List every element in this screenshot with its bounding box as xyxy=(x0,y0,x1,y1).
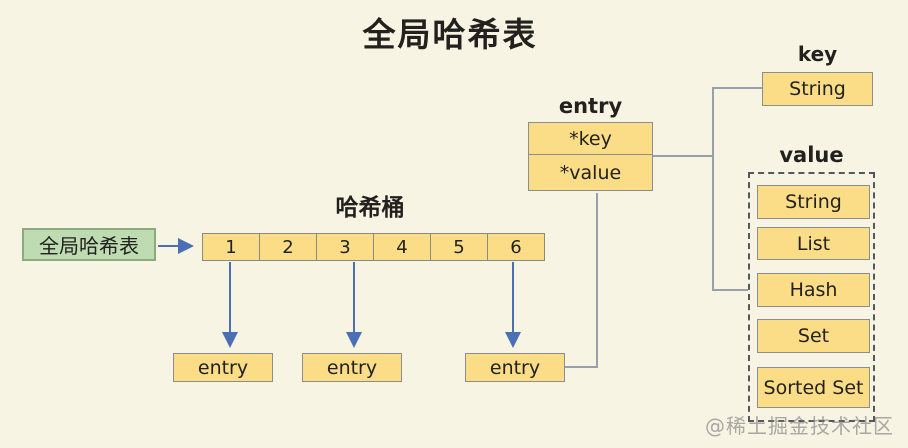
entry-box: entry xyxy=(465,353,565,382)
global-hash-table-box: 全局哈希表 xyxy=(22,228,156,261)
entry-value-field: *value xyxy=(528,155,653,191)
value-types-container xyxy=(748,172,875,422)
entry-key-field: *key xyxy=(528,122,653,155)
bucket-cell: 5 xyxy=(431,234,488,260)
bucket-cell: 1 xyxy=(203,234,260,260)
global-hash-table-label: 全局哈希表 xyxy=(39,234,139,258)
entry-box: entry xyxy=(173,353,273,382)
entry-box: entry xyxy=(302,353,402,382)
entry-struct-label: entry xyxy=(558,94,623,118)
bucket-cell: 2 xyxy=(260,234,317,260)
connector-entry-to-struct xyxy=(565,193,598,368)
bucket-cell: 6 xyxy=(510,236,522,258)
hash-bucket-label: 哈希桶 xyxy=(335,195,405,221)
key-section-label: key xyxy=(797,42,838,66)
value-type-box: List xyxy=(757,227,870,260)
hash-bucket-row: 1 2 3 4 5 6 xyxy=(202,233,545,261)
entry-struct: *key *value xyxy=(528,122,653,191)
key-type-box: String xyxy=(762,72,873,106)
watermark: @稀土掘金技术社区 xyxy=(705,414,894,438)
connector-branch-key-value xyxy=(712,87,762,291)
value-section-label: value xyxy=(779,143,844,167)
value-type-box: String xyxy=(757,185,870,219)
value-type-box: Set xyxy=(757,319,870,353)
page-title: 全局哈希表 xyxy=(362,15,538,54)
value-type-box: Sorted Set xyxy=(757,367,870,408)
bucket-cell: 4 xyxy=(374,234,431,260)
bucket-cell: 3 xyxy=(317,234,374,260)
value-type-box: Hash xyxy=(757,273,870,307)
